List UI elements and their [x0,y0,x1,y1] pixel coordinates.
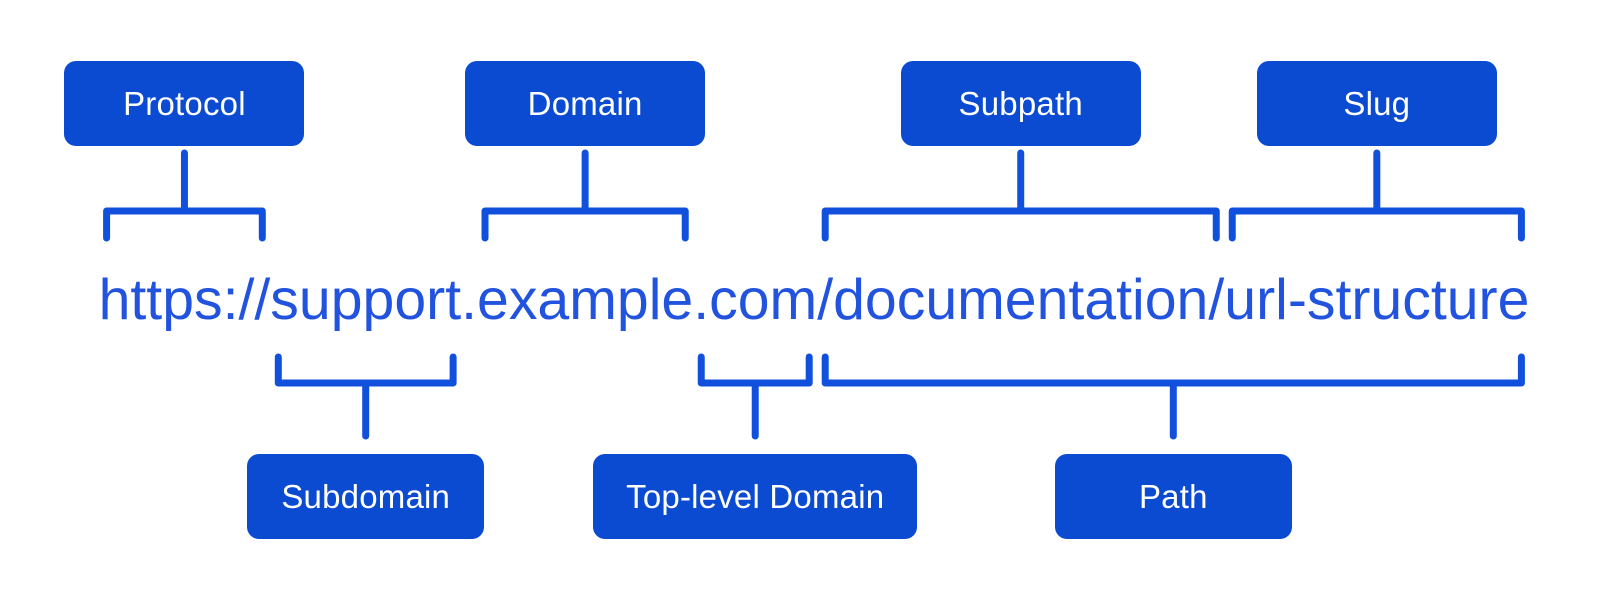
label-box-slug: Slug [1256,61,1497,146]
bracket-domain [481,207,689,242]
url-segment-protocol: https:// [98,268,271,332]
label-box-domain: Domain [465,61,706,146]
bracket-slug [1228,207,1525,242]
bracket-subpath [821,207,1220,242]
label-box-protocol: Protocol [64,61,305,146]
bracket-path [821,353,1525,387]
url-segment-tld: .com [693,268,818,332]
label-box-subpath: Subpath [900,61,1141,146]
label-box-subdomain: Subdomain [247,454,485,539]
bracket-protocol [103,207,266,242]
url-segment-slug: url-structure [1224,268,1530,332]
url-segment-subpath: /documentation/ [817,268,1225,332]
bracket-tld [697,353,813,387]
url-text: https://support.example.com/documentatio… [99,258,1530,342]
url-segment-domain: example [477,268,694,332]
url-segment-dot: . [461,268,478,332]
label-box-top-level-domain: Top-level Domain [593,454,918,539]
url-segment-subdomain: support [270,268,462,332]
label-box-path: Path [1054,454,1292,539]
bracket-subdomain [274,353,457,387]
